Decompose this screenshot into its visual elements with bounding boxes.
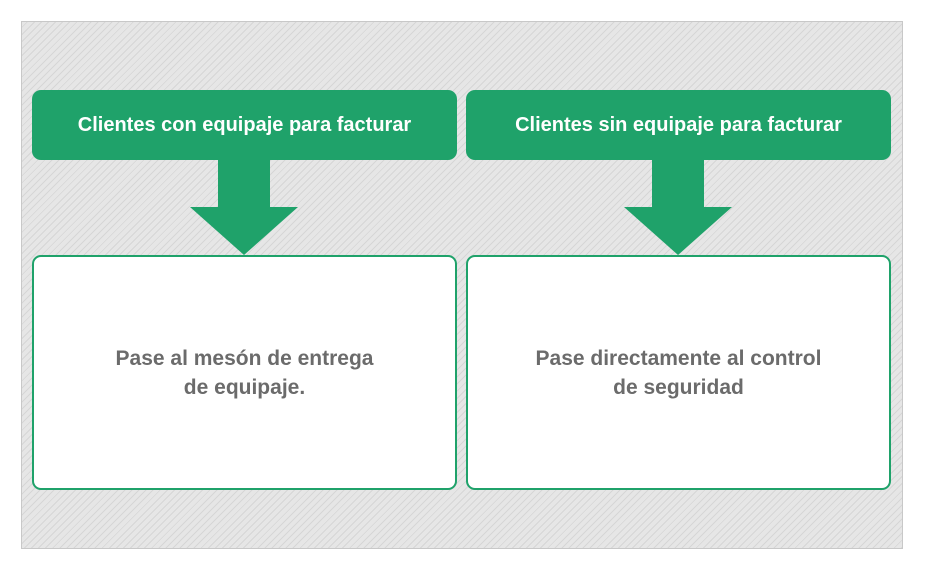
arrow-down-icon bbox=[190, 159, 298, 255]
header-with-luggage: Clientes con equipaje para facturar bbox=[32, 90, 457, 160]
header-with-luggage-label: Clientes con equipaje para facturar bbox=[77, 113, 412, 136]
arrow-down-icon bbox=[624, 159, 732, 255]
box-with-luggage-line-2: de equipaje. bbox=[183, 375, 306, 399]
box-without-luggage-line-2: de seguridad bbox=[613, 375, 744, 399]
header-without-luggage: Clientes sin equipaje para facturar bbox=[466, 90, 891, 160]
box-without-luggage-line-1: Pase directamente al control bbox=[535, 346, 822, 370]
box-with-luggage-line-1: Pase al mesón de entrega bbox=[115, 346, 374, 370]
header-without-luggage-label: Clientes sin equipaje para facturar bbox=[515, 113, 842, 136]
box-with-luggage: Pase al mesón de entrega de equipaje. bbox=[32, 255, 457, 490]
box-without-luggage: Pase directamente al control de segurida… bbox=[466, 255, 891, 490]
